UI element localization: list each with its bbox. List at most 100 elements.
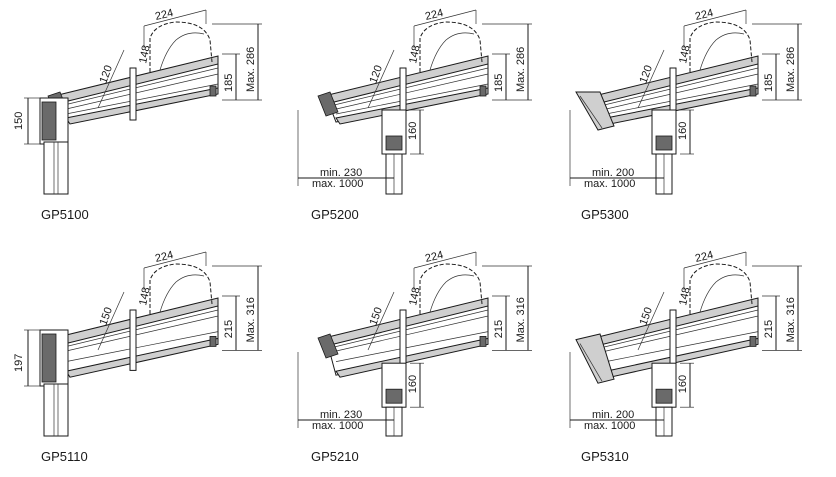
bracket-inner (429, 32, 475, 71)
bracket-outline (149, 21, 213, 72)
dim-height-label: 215 (493, 320, 505, 338)
sunshield-hood (575, 91, 615, 131)
width-dim-line (683, 251, 747, 269)
width-dim-line (143, 9, 207, 27)
dim-min-label: min. 230 (320, 167, 362, 179)
dim-radius-label: 148 (677, 44, 693, 64)
dim-maxlen-label: max. 1000 (312, 420, 363, 432)
mount-strap (129, 309, 137, 371)
model-caption: GP5300 (581, 207, 629, 222)
dim-min-label: min. 230 (320, 409, 362, 421)
mount-strap (669, 309, 677, 371)
wall-post (43, 383, 69, 437)
housing-line (329, 309, 489, 349)
dim-radius-label: 148 (137, 286, 153, 306)
housing-line (61, 73, 219, 111)
width-dim-line (143, 251, 207, 269)
dim-maxlen-label: max. 1000 (312, 178, 363, 190)
dim-height-label: 185 (493, 74, 505, 92)
dim-side-label: 160 (407, 122, 419, 140)
housing-line (605, 331, 759, 362)
housing-bottom-lip (335, 337, 489, 378)
width-dim-line (413, 9, 477, 27)
rear-clip (479, 336, 487, 347)
dim-width-label: 224 (424, 7, 445, 23)
dim-max-label: Max. 316 (245, 297, 257, 342)
housing-line (605, 83, 759, 115)
dim-width-label: 224 (154, 7, 175, 23)
bracket-inner (159, 274, 205, 313)
dim-depth-label: 120 (638, 64, 656, 85)
mounting: 150 (13, 97, 69, 195)
sunshield-line (579, 343, 603, 382)
dim-maxlen-label: max. 1000 (584, 420, 635, 432)
dim-max-label: Max. 316 (515, 297, 527, 342)
dim-radius-label: 148 (677, 286, 693, 306)
dim-radius-label: 148 (407, 286, 423, 306)
camera-housing (317, 297, 489, 378)
depth-dim-line (637, 49, 665, 109)
model-caption: GP5200 (311, 207, 359, 222)
dim-width-label: 224 (694, 249, 715, 265)
cable-bracket (149, 21, 213, 72)
dim-depth-label: 150 (638, 306, 656, 327)
camera-housing (575, 297, 759, 384)
housing-bottom-lip (65, 87, 219, 125)
dim-height-label: 215 (763, 320, 775, 338)
depth-dim-line (367, 49, 395, 109)
dim-side-label: 197 (13, 354, 25, 372)
width-dim-line (683, 9, 747, 27)
camera-housing (317, 55, 489, 125)
dim-side-label: 160 (677, 375, 689, 393)
mount-strap (129, 67, 137, 121)
housing-line (329, 67, 489, 107)
mounting: 197 (13, 329, 69, 437)
housing-line (599, 67, 759, 107)
housing-line (601, 315, 759, 353)
pole-adapter-shade (655, 135, 673, 151)
model-caption: GP5210 (311, 449, 359, 464)
dim-min-label: min. 200 (592, 409, 634, 421)
model-caption: GP5310 (581, 449, 629, 464)
depth-dim-line (97, 49, 125, 109)
housing-line (65, 331, 219, 362)
sunshield-line (579, 95, 603, 129)
dim-depth-label: 120 (98, 64, 116, 85)
cable-bracket (419, 21, 483, 72)
front-window (317, 91, 339, 117)
dim-height-label: 185 (223, 74, 235, 92)
bracket-outline (689, 21, 753, 72)
dim-radius-label: 148 (137, 44, 153, 64)
camera-housing (47, 55, 219, 125)
dim-radius-label: 148 (407, 44, 423, 64)
bracket-inner (699, 32, 745, 71)
housing-line (331, 73, 489, 111)
housing-line (59, 67, 219, 107)
wall-bracket-shade (41, 333, 57, 383)
wall-post (43, 141, 69, 195)
cable-bracket (419, 263, 483, 314)
wall-bracket-shade (41, 101, 57, 141)
dim-width-label: 224 (154, 249, 175, 265)
bracket-inner (429, 274, 475, 313)
housing-line (599, 309, 759, 349)
dim-depth-label: 150 (98, 306, 116, 327)
bracket-outline (689, 263, 753, 314)
bracket-inner (699, 274, 745, 313)
bracket-outline (149, 263, 213, 314)
dim-side-label: 160 (407, 375, 419, 393)
pole-adapter-shade (655, 388, 673, 404)
dim-maxlen-label: max. 1000 (584, 178, 635, 190)
